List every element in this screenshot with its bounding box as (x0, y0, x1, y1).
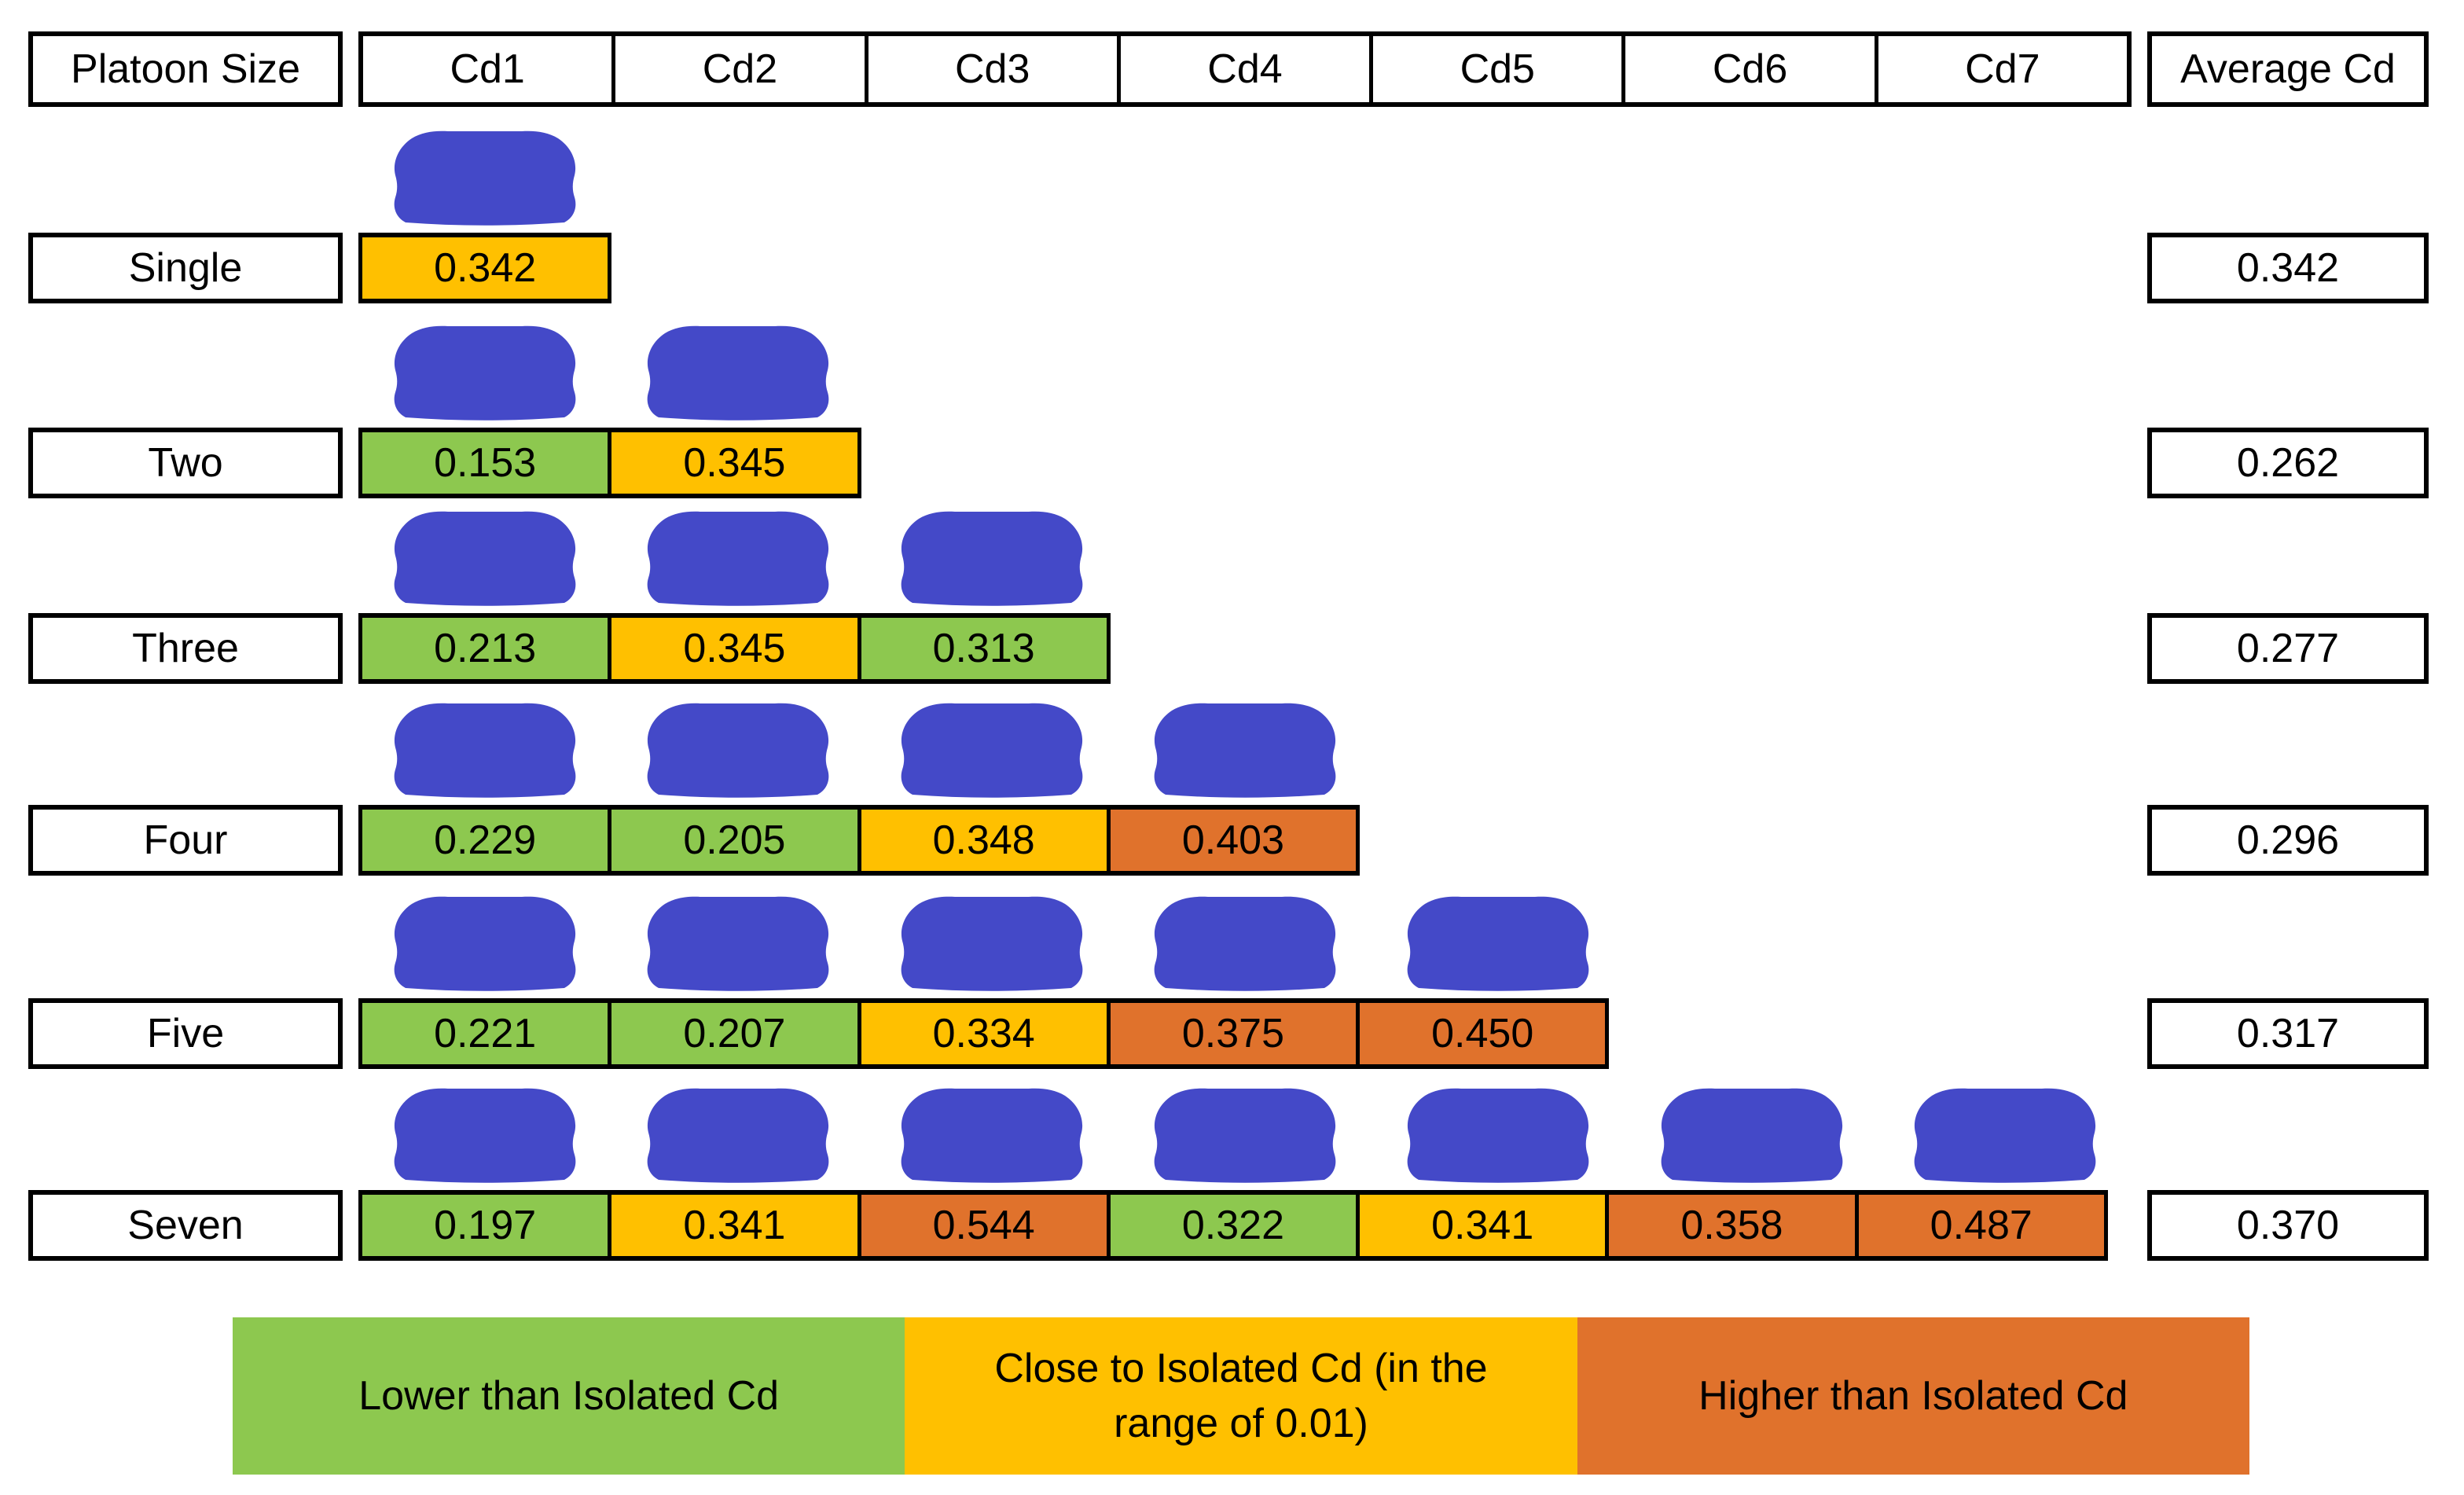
cd-cell: 0.341 (1356, 1190, 1610, 1261)
car-icon (894, 1087, 1090, 1183)
car-icon-shape (394, 1088, 576, 1183)
car-icon-shape (394, 703, 576, 798)
car-icon-shape (394, 130, 576, 226)
cd-cell: 0.197 (358, 1190, 612, 1261)
average-cd-value: 0.296 (2147, 805, 2429, 876)
cd-cell: 0.375 (1106, 998, 1361, 1069)
legend-item: Close to Isolated Cd (in the range of 0.… (905, 1317, 1577, 1475)
cd-column-header: Cd5 (1369, 36, 1621, 102)
car-icon (387, 895, 583, 991)
car-icon (640, 325, 836, 421)
car-icon (1654, 1087, 1850, 1183)
cd-cell: 0.229 (358, 805, 612, 876)
cd-cell: 0.403 (1106, 805, 1361, 876)
car-icon (894, 510, 1090, 606)
average-cd-value: 0.262 (2147, 428, 2429, 498)
platoon-size-header: Platoon Size (28, 31, 343, 107)
cd-cell: 0.213 (358, 613, 612, 684)
car-icon-shape (394, 511, 576, 606)
cd-cell: 0.358 (1605, 1190, 1859, 1261)
car-icon (387, 1087, 583, 1183)
car-icon (387, 130, 583, 226)
cd-cell: 0.322 (1106, 1190, 1361, 1261)
car-icon (894, 895, 1090, 991)
car-icon (1400, 1087, 1596, 1183)
platoon-size-label: Four (28, 805, 343, 876)
platoon-size-label: Seven (28, 1190, 343, 1261)
cd-cell: 0.341 (608, 1190, 861, 1261)
average-cd-value: 0.370 (2147, 1190, 2429, 1261)
average-cd-value: 0.342 (2147, 233, 2429, 303)
car-icon-shape (1154, 1088, 1336, 1183)
car-icon-shape (901, 703, 1083, 798)
car-icon-shape (648, 1088, 829, 1183)
cd-cells-row: 0.342 (358, 233, 612, 303)
cd-cell: 0.205 (608, 805, 861, 876)
car-icon-shape (901, 896, 1083, 991)
car-icon-shape (1154, 703, 1336, 798)
car-icon (1147, 702, 1343, 798)
car-icon-shape (394, 896, 576, 991)
cd-cell: 0.544 (857, 1190, 1111, 1261)
average-cd-header: Average Cd (2147, 31, 2429, 107)
cd-column-header: Cd2 (611, 36, 864, 102)
platoon-size-label: Two (28, 428, 343, 498)
car-icon-shape (1407, 896, 1589, 991)
platoon-size-label: Five (28, 998, 343, 1069)
platoon-size-label: Single (28, 233, 343, 303)
car-icon (894, 702, 1090, 798)
car-icon-shape (648, 896, 829, 991)
cd-column-header: Cd6 (1621, 36, 1874, 102)
car-icon (1400, 895, 1596, 991)
car-icon-shape (901, 511, 1083, 606)
cd-cell: 0.207 (608, 998, 861, 1069)
car-icon (387, 510, 583, 606)
cd-cell: 0.334 (857, 998, 1111, 1069)
cd-column-header: Cd7 (1874, 36, 2127, 102)
car-icon (640, 702, 836, 798)
cd-cell: 0.221 (358, 998, 612, 1069)
car-icon-shape (901, 1088, 1083, 1183)
cd-column-header: Cd3 (864, 36, 1117, 102)
car-icon (640, 510, 836, 606)
cd-cell: 0.345 (608, 613, 861, 684)
car-icon (640, 1087, 836, 1183)
car-icon-shape (1661, 1088, 1842, 1183)
car-icon-shape (394, 325, 576, 421)
car-icon-shape (648, 511, 829, 606)
average-cd-value: 0.317 (2147, 998, 2429, 1069)
legend-item: Lower than Isolated Cd (233, 1317, 905, 1475)
car-icon-shape (1914, 1088, 2096, 1183)
cd-cell: 0.487 (1854, 1190, 2108, 1261)
cd-column-header: Cd1 (450, 46, 525, 92)
car-icon-shape (1407, 1088, 1589, 1183)
car-icon-shape (1154, 896, 1336, 991)
car-icon (1907, 1087, 2103, 1183)
cd-cell: 0.313 (857, 613, 1111, 684)
platoon-size-label: Three (28, 613, 343, 684)
car-icon (387, 325, 583, 421)
car-icon-shape (648, 703, 829, 798)
cd-column-header: Cd4 (1116, 36, 1369, 102)
car-icon-shape (648, 325, 829, 421)
car-icon (1147, 1087, 1343, 1183)
average-cd-value: 0.277 (2147, 613, 2429, 684)
car-icon (1147, 895, 1343, 991)
cd-cell: 0.342 (358, 233, 612, 303)
car-icon (387, 702, 583, 798)
cd-cell: 0.345 (608, 428, 861, 498)
cd-cell: 0.153 (358, 428, 612, 498)
cd-cell: 0.348 (857, 805, 1111, 876)
car-icon (640, 895, 836, 991)
cd-cell: 0.450 (1356, 998, 1610, 1069)
legend-item: Higher than Isolated Cd (1577, 1317, 2249, 1475)
